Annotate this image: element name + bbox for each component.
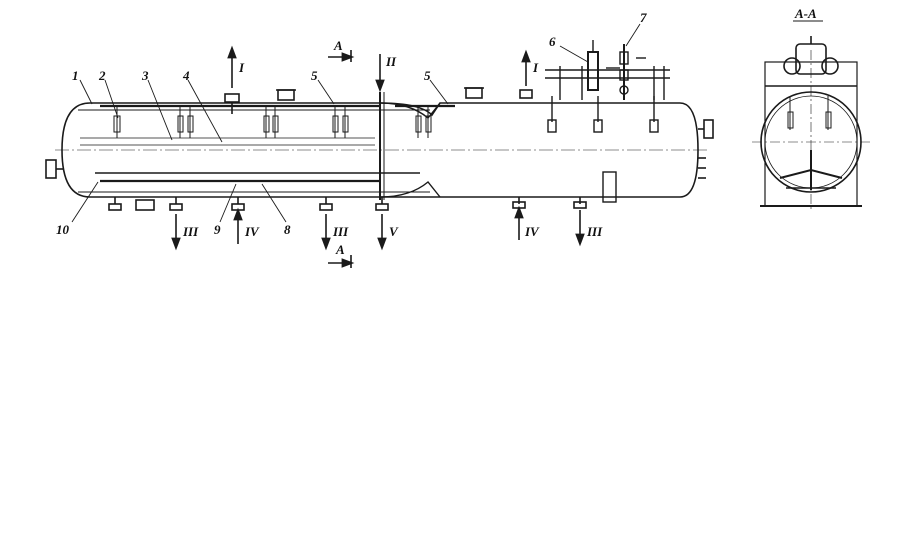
callout-5b: 5 <box>424 68 431 83</box>
callout-8: 8 <box>284 222 291 237</box>
callout-7: 7 <box>640 10 647 25</box>
right-section-internals <box>547 96 659 203</box>
flow-label-II: II <box>385 54 397 69</box>
flow-arrows <box>171 45 585 251</box>
vessel-side-view <box>55 92 710 200</box>
flow-label-III-left: III <box>182 224 199 239</box>
callout-5a: 5 <box>311 68 318 83</box>
section-marks <box>328 50 355 268</box>
flow-label-IV-right: IV <box>524 224 540 239</box>
section-marker-bottom: A <box>335 242 345 257</box>
callout-9: 9 <box>214 222 221 237</box>
section-view-title: A-A <box>794 6 817 21</box>
internal-hangers <box>113 106 432 138</box>
vessel-left-shell <box>61 102 699 198</box>
callout-10: 10 <box>56 222 70 237</box>
flow-label-III-mid: III <box>332 224 349 239</box>
flow-label-V: V <box>389 224 399 239</box>
section-marker-top: A <box>333 38 343 53</box>
flow-label-IV-left: IV <box>244 224 260 239</box>
top-valve-assembly <box>545 40 670 100</box>
callout-6: 6 <box>549 34 556 49</box>
bottom-nozzles <box>108 197 587 211</box>
flow-label-I-left: I <box>238 60 245 75</box>
leader-lines <box>71 23 641 223</box>
cross-section-view <box>752 36 870 210</box>
callout-3: 3 <box>141 68 149 83</box>
flow-label-I-right: I <box>532 60 539 75</box>
callout-4: 4 <box>182 68 190 83</box>
flow-label-III-right: III <box>586 224 603 239</box>
callout-2: 2 <box>98 68 106 83</box>
callout-1: 1 <box>72 68 79 83</box>
top-nozzles <box>224 87 533 114</box>
end-flanges <box>45 119 714 179</box>
